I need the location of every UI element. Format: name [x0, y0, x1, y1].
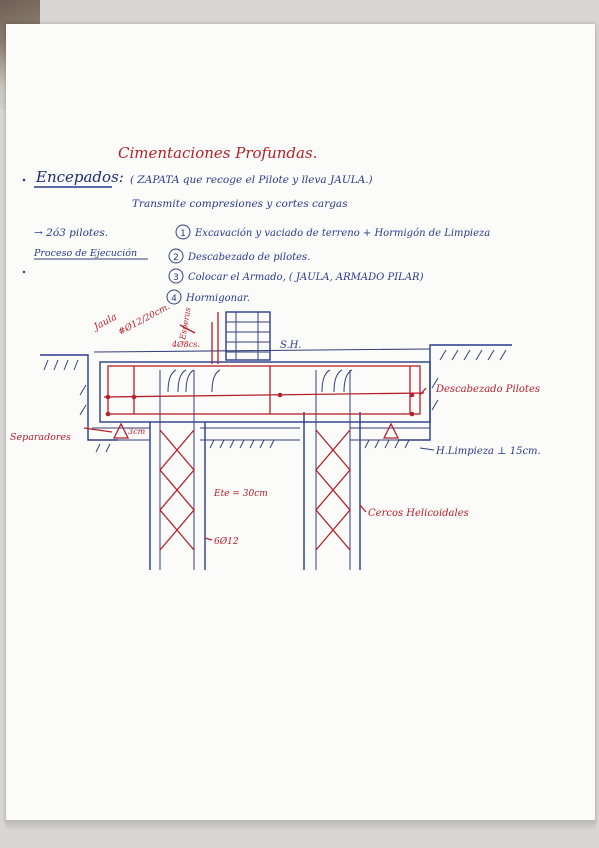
step-number: 3 [173, 273, 179, 283]
step-number: 4 [171, 294, 177, 304]
pile-left-bars [159, 370, 195, 570]
step-text: Colocar el Armado, ( JAULA, ARMADO PILAR… [188, 272, 424, 283]
cercos-label: Cercos Helicoidales [368, 508, 469, 519]
descabezado-leader [419, 387, 427, 396]
spacer-right [382, 422, 400, 439]
notebook-page [6, 24, 595, 824]
estribos-label: Ete = 30cm [213, 489, 268, 499]
cercos-leader [359, 504, 367, 513]
page-title: Cimentaciones Profundas. [118, 144, 317, 162]
esperas-leader [179, 324, 196, 334]
step-number: 2 [173, 253, 179, 263]
page-shadow [6, 820, 595, 830]
step-number-circle [168, 268, 184, 284]
pile-right-bars [315, 370, 351, 570]
pile-cap-outline [99, 361, 431, 423]
step-number-circle [168, 248, 184, 264]
section-heading: Encepados: [35, 168, 124, 186]
pile-right-outline [303, 412, 361, 570]
pile-left-outline [149, 422, 206, 570]
barras-label: 6Ø12 [214, 536, 239, 547]
piles-note: → 2ó3 pilotes. [34, 227, 108, 239]
process-label: Proceso de Ejecución [33, 248, 137, 259]
step-number-circle [175, 224, 191, 240]
barras-leader [204, 537, 213, 541]
limpieza-leader [419, 447, 435, 451]
bullet-dot [22, 270, 26, 274]
step-number-circle [166, 289, 182, 305]
ground-hatch-right [431, 349, 507, 411]
pile-left-helical-ties [159, 429, 195, 551]
pile-right-helical-ties [315, 429, 351, 551]
spacer-dimension: 3cm [128, 427, 146, 436]
cota-label: S.H. [280, 340, 302, 351]
descabezado-label: Descabezado Pilotes [435, 384, 540, 395]
jaula-label: Jaula [90, 311, 119, 333]
column-cage-ties [226, 312, 270, 360]
spacer-left [112, 422, 130, 439]
cage-rebar-dots [105, 392, 415, 417]
pile-starter-bars [167, 369, 353, 393]
separadores-label: Separadores [10, 432, 71, 443]
step-list: 1 Excavación y vaciado de terreno + Horm… [166, 224, 490, 305]
step-text: Excavación y vaciado de terreno + Hormig… [194, 228, 490, 239]
step-text: Descabezado de pilotes. [187, 252, 310, 263]
esperas-spec: 4Ø8cs. [171, 340, 200, 349]
esperas-label: Esperas [178, 307, 193, 342]
intro-line-2: Transmite compresiones y cortes cargas [132, 198, 348, 210]
blinding-hatch [209, 439, 410, 449]
cage-rebar-outline [107, 365, 421, 415]
pile-cap-diagram [40, 311, 512, 570]
hormigon-limpieza-label: H.Limpieza ⊥ 15cm. [435, 446, 541, 457]
step-number: 1 [180, 229, 186, 239]
intro-line-1: ( ZAPATA que recoge el Pilote y lleva JA… [130, 174, 373, 186]
spacer-leader [83, 427, 113, 433]
ground-hatch-left [43, 359, 111, 453]
bullet-dot [22, 178, 26, 182]
cage-vertical-bars [133, 366, 411, 414]
step-text: Hormigonar. [185, 293, 250, 304]
jaula-spec: #Ø12/20cm. [116, 301, 172, 338]
column-cage [225, 311, 271, 361]
cage-rebar-middle [103, 392, 425, 398]
surface-line [93, 348, 431, 353]
